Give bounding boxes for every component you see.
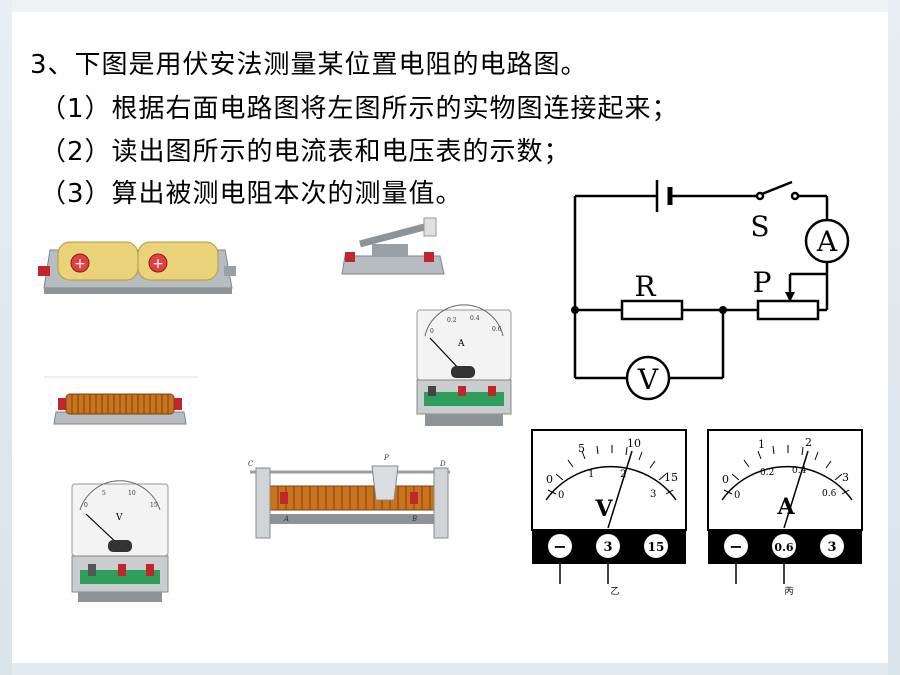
resistor-coil: [44, 376, 198, 425]
ammeter-terminal-3-label: 3: [827, 540, 836, 555]
voltmeter-terminal-negative: [548, 534, 572, 558]
slider-label: P: [753, 266, 772, 299]
voltmeter-symbol-label: V: [637, 363, 659, 396]
voltmeter-terminal-negative-label: −: [553, 537, 566, 556]
voltmeter-outer-0: 0: [546, 473, 553, 486]
rheostat-terminal-p: P: [383, 454, 389, 462]
voltmeter-terminal-3-label: 3: [603, 540, 612, 555]
voltmeter-inner-2: 2: [620, 469, 626, 480]
junction-right: [719, 306, 727, 314]
question-part-1: （1）根据右面电路图将左图所示的实物图连接起来；: [40, 94, 679, 124]
ammeter-terminal-3: [820, 534, 844, 558]
voltmeter-inner-1: 1: [588, 469, 594, 480]
ammeter-terminal-negative: [724, 534, 748, 558]
voltmeter-outer-5: 5: [578, 442, 585, 455]
resistor-label: R: [634, 270, 656, 303]
small-voltmeter-tick-5: 5: [102, 490, 106, 497]
ammeter-outer-3: 3: [842, 471, 849, 484]
voltmeter-inner-0: 0: [558, 490, 564, 501]
voltmeter-outer-15: 15: [664, 471, 678, 484]
circuit-diagram: S A R P V: [571, 180, 850, 401]
rheostat-terminal-a: A: [283, 515, 289, 523]
small-ammeter-tick-0.6: 0.6: [492, 326, 502, 333]
rheostat-terminal-d: D: [439, 460, 446, 468]
svg-text:+: +: [152, 256, 164, 272]
rheostat-terminal-c: C: [248, 460, 254, 468]
ammeter-caption: 丙: [784, 586, 793, 597]
slide-border-left: [0, 0, 12, 675]
ammeter-inner-0.6: 0.6: [822, 489, 837, 499]
voltmeter-symbol: V: [594, 496, 613, 522]
sliding-rheostat: C P D A B: [248, 454, 450, 539]
junction-left: [571, 306, 579, 314]
voltmeter-needle: [607, 450, 633, 529]
small-voltmeter-label: V: [115, 513, 123, 523]
small-ammeter-tick-0: 0: [430, 328, 434, 335]
small-ammeter-tick-0.4: 0.4: [470, 315, 480, 322]
small-ammeter-label: A: [457, 339, 465, 349]
slider-arrow: [785, 292, 795, 302]
ammeter-outer-0: 0: [722, 473, 729, 486]
voltmeter-terminal-15: [644, 534, 668, 558]
battery-pack: + +: [38, 241, 236, 294]
voltmeter-inner-3: 3: [650, 489, 656, 500]
voltmeter-reading-panel: 0 5 10 15 0 1 2 3 V − 3 15 乙: [531, 429, 687, 597]
slide-border-bottom: [0, 663, 900, 675]
lab-voltmeter: 0 5 10 15 V: [71, 480, 169, 602]
ammeter-terminal-0.6-label: 0.6: [774, 541, 793, 554]
switch-label: S: [750, 210, 769, 243]
small-voltmeter-tick-0: 0: [84, 502, 88, 509]
voltmeter-outer-10: 10: [627, 437, 641, 450]
lab-ammeter: 0 0.2 0.4 0.6 A: [416, 304, 512, 426]
rheostat-terminal-b: B: [411, 515, 417, 523]
ammeter-terminal-0.6: [772, 534, 796, 558]
ammeter-inner-0.2: 0.2: [760, 468, 774, 478]
slide-border-top: [0, 0, 900, 12]
voltmeter-caption: 乙: [610, 586, 619, 597]
small-ammeter-tick-0.2: 0.2: [447, 317, 457, 324]
ammeter-inner-0: 0: [734, 490, 740, 501]
knife-switch: [341, 217, 445, 275]
ammeter-symbol: A: [776, 494, 795, 520]
voltmeter-terminal-3: [596, 534, 620, 558]
ammeter-inner-0.4: 0.4: [792, 466, 807, 476]
ammeter-symbol-label: A: [816, 225, 838, 258]
question-part-3: （3）算出被测电阻本次的测量值。: [40, 179, 463, 209]
ammeter-outer-1: 1: [758, 438, 765, 451]
voltmeter-terminal-15-label: 15: [648, 540, 665, 554]
ammeter-needle: [783, 450, 809, 529]
question-title: 3、下图是用伏安法测量某位置电阻的电路图。: [30, 50, 588, 80]
ammeter-outer-2: 2: [805, 436, 812, 449]
svg-text:+: +: [74, 256, 86, 272]
question-part-2: （2）读出图所示的电流表和电压表的示数；: [40, 137, 571, 167]
ammeter-terminal-negative-label: −: [729, 537, 742, 556]
small-voltmeter-tick-10: 10: [128, 490, 136, 497]
small-voltmeter-tick-15: 15: [150, 502, 158, 509]
slide-border-right: [888, 0, 900, 675]
ammeter-reading-panel: 0 1 2 3 0 0.2 0.4 0.6 A − 0.6 3 丙: [707, 429, 863, 597]
